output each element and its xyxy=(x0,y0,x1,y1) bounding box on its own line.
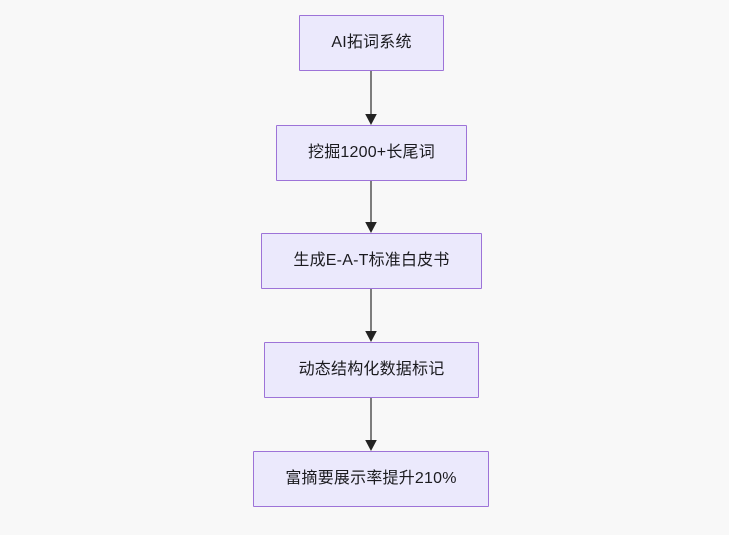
flow-node-generate-eat-whitepaper[interactable]: 生成E-A-T标准白皮书 xyxy=(261,233,482,289)
edge-node4-to-node5 xyxy=(365,398,377,451)
flow-node-label: 富摘要展示率提升210% xyxy=(285,470,457,488)
flow-node-dynamic-structured-data-markup[interactable]: 动态结构化数据标记 xyxy=(264,342,479,398)
flow-node-label: AI拓词系统 xyxy=(331,34,412,52)
flow-node-label: 挖掘1200+长尾词 xyxy=(308,144,435,162)
edge-node3-to-node4 xyxy=(365,289,377,342)
flow-node-rich-snippet-impression-uplift[interactable]: 富摘要展示率提升210% xyxy=(253,451,489,507)
flow-node-label: 生成E-A-T标准白皮书 xyxy=(293,252,450,270)
flow-node-label: 动态结构化数据标记 xyxy=(298,361,445,379)
edge-node2-to-node3 xyxy=(365,181,377,233)
flow-node-mine-longtail-keywords[interactable]: 挖掘1200+长尾词 xyxy=(276,125,467,181)
flow-node-ai-keyword-system[interactable]: AI拓词系统 xyxy=(299,15,444,71)
edge-node1-to-node2 xyxy=(365,71,377,125)
